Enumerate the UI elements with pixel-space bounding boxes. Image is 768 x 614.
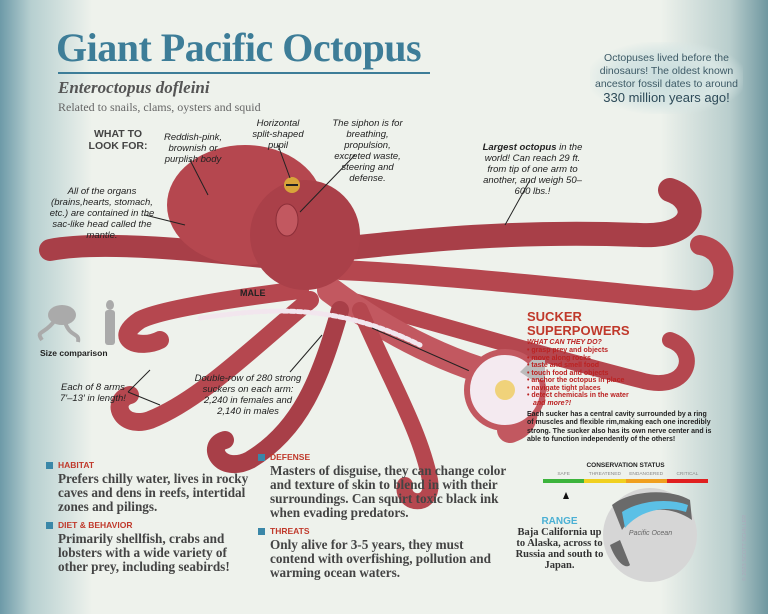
caption-organs: All of the organs (brains,hearts, stomac…	[49, 186, 155, 241]
habitat-body: Prefers chilly water, lives in rocky cav…	[58, 471, 249, 514]
status-endangered: ENDANGERED	[629, 472, 664, 477]
conservation-status: CONSERVATION STATUS SAFE THREATENED ENDA…	[543, 462, 708, 483]
status-critical: CRITICAL	[676, 472, 699, 477]
left-sections: HABITAT Prefers chilly water, lives in r…	[46, 460, 250, 574]
arm-right-curl	[330, 235, 734, 311]
range-body: Baja California up to Alaska, across to …	[515, 527, 604, 571]
caption-suckers: Double-row of 280 strong suckers on each…	[194, 373, 302, 417]
bar-critical	[666, 479, 708, 483]
list-item: navigate tight places	[527, 385, 727, 393]
right-sections: DEFENSE Masters of disguise, they can ch…	[258, 452, 506, 580]
arm-down-right	[352, 302, 439, 510]
diet-title: DIET & BEHAVIOR	[58, 520, 133, 530]
caption-siphon: The siphon is for breathing, propulsion,…	[332, 118, 403, 184]
related-note: Related to snails, clams, oysters and sq…	[58, 100, 261, 114]
bar-endangered	[625, 479, 667, 483]
status-threatened: THREATENED	[588, 472, 621, 477]
map-label: Pacific Ocean	[628, 530, 673, 537]
range-info: RANGE Baja California up to Alaska, acro…	[512, 516, 607, 571]
sucker-more: and more?!	[533, 399, 572, 407]
fossil-text: Octopuses lived before the dinosaurs! Th…	[594, 52, 738, 90]
status-bar	[543, 479, 708, 483]
sucker-superpowers: SUCKER SUPERPOWERS WHAT CAN THEY DO? gra…	[527, 310, 727, 445]
caption-body-color: Reddish-pink, brownish or purplish body	[163, 132, 223, 165]
list-item: touch food and objects	[527, 370, 727, 378]
sucker-list: grasp prey and objects move along rocks …	[527, 347, 727, 400]
size-comparison-silhouette	[37, 300, 115, 345]
arm-right-upper	[318, 178, 702, 262]
bullet-icon	[258, 453, 265, 461]
diet-body: Primarily shellfish, crabs and lobsters …	[58, 531, 230, 574]
scientific-name: Enteroctopus dofleini	[58, 78, 210, 97]
look-for-heading: WHAT TO LOOK FOR:	[88, 128, 148, 152]
fossil-fact: Octopuses lived before the dinosaurs! Th…	[590, 42, 743, 114]
bullet-icon	[258, 527, 265, 535]
section-defense: DEFENSE Masters of disguise, they can ch…	[258, 452, 506, 520]
arm-down-left	[110, 291, 319, 431]
list-item: grasp prey and objects	[527, 347, 727, 355]
sucker-question: WHAT CAN THEY DO?	[527, 339, 602, 346]
arm-left-male	[118, 281, 309, 353]
copyright: © 2023 SCOTT SCHILLER	[742, 514, 748, 582]
caption-largest-bold: Largest octopus	[482, 142, 557, 153]
conservation-title: CONSERVATION STATUS	[586, 462, 665, 469]
sucker-description: Each sucker has a central cavity surroun…	[527, 410, 712, 444]
bar-safe	[543, 479, 585, 483]
fossil-highlight: 330 million years ago!	[603, 90, 730, 105]
bullet-icon	[46, 521, 53, 529]
section-threats: THREATS Only alive for 3-5 years, they m…	[258, 526, 506, 580]
caption-pupil: Horizontal split-shaped pupil	[252, 118, 304, 151]
status-marker-icon	[563, 492, 569, 499]
defense-body: Masters of disguise, they can change col…	[270, 463, 507, 520]
caption-arms: Each of 8 arms 7′–13′ in length!	[60, 382, 126, 404]
male-label: MALE	[240, 288, 266, 298]
threats-body: Only alive for 3-5 years, they must cont…	[270, 537, 491, 580]
bar-threatened	[584, 479, 626, 483]
list-item: detect chemicals in the water	[527, 392, 727, 400]
list-item: move along rocks	[527, 355, 727, 363]
siphon	[275, 203, 299, 237]
bullet-icon	[46, 461, 53, 469]
size-comparison-label: Size comparison	[40, 348, 108, 358]
page-title: Giant Pacific Octopus	[56, 25, 422, 70]
defense-title: DEFENSE	[270, 452, 311, 462]
section-diet: DIET & BEHAVIOR Primarily shellfish, cra…	[46, 520, 250, 574]
caption-largest: Largest octopus in the world! Can reach …	[480, 142, 585, 197]
list-item: anchor the octopus in place	[527, 377, 727, 385]
section-habitat: HABITAT Prefers chilly water, lives in r…	[46, 460, 250, 514]
status-safe: SAFE	[557, 472, 570, 477]
threats-title: THREATS	[270, 526, 310, 536]
head	[250, 180, 360, 290]
sucker-title: SUCKER SUPERPOWERS	[527, 309, 630, 338]
title-divider	[58, 72, 430, 74]
arm-down-center	[207, 301, 349, 474]
list-item: taste and smell food	[527, 362, 727, 370]
range-globe	[603, 488, 697, 582]
caption-largest-text: in the world! Can reach 29 ft. from tip …	[483, 142, 583, 197]
range-title: RANGE	[541, 516, 578, 527]
habitat-title: HABITAT	[58, 460, 95, 470]
